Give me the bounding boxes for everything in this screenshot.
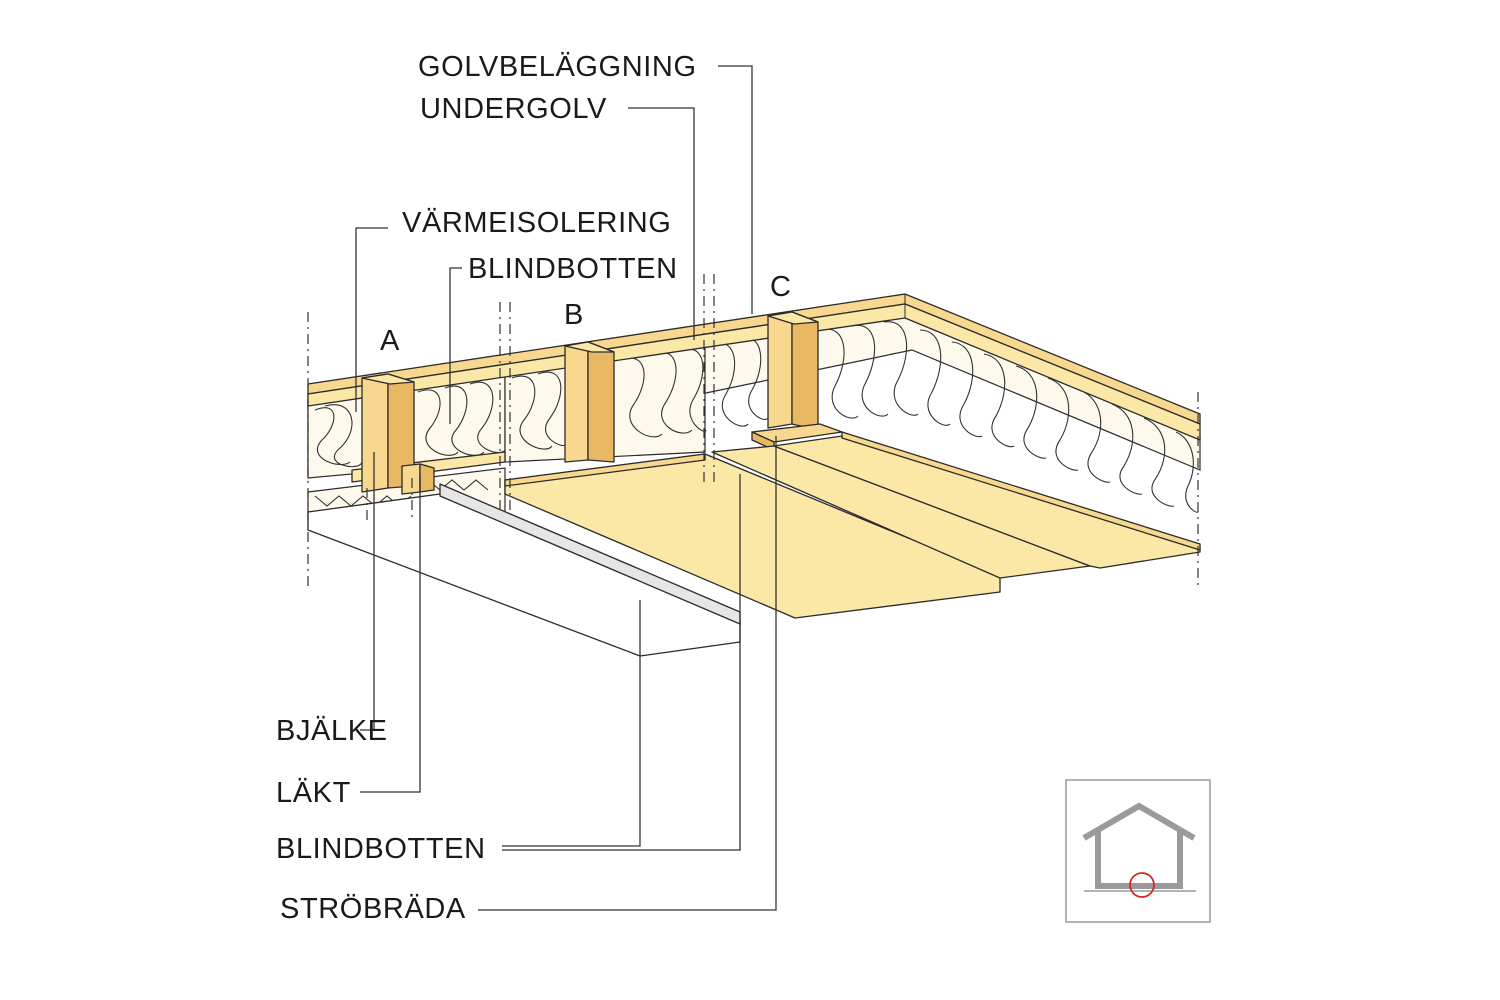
insulation-coils-b — [619, 336, 769, 438]
label-undergolv: UNDERGOLV — [420, 93, 607, 125]
section-a — [307, 373, 741, 657]
insulation-coils-c — [821, 321, 1199, 513]
label-variant-a: A — [380, 325, 400, 357]
label-bjalke: BJÄLKE — [276, 715, 388, 747]
section-break-lines — [307, 274, 1199, 586]
section-b — [504, 341, 1001, 619]
house-locator-inset — [1065, 779, 1211, 923]
label-golvbelaggning: GOLVBELÄGGNING — [418, 51, 697, 83]
leader-lines — [355, 65, 777, 911]
label-lakt: LÄKT — [276, 777, 351, 809]
label-strobrada: STRÖBRÄDA — [280, 893, 466, 925]
label-variant-c: C — [770, 271, 792, 303]
label-blindbotten-top: BLINDBOTTEN — [468, 253, 678, 285]
label-blindbotten-bottom: BLINDBOTTEN — [276, 833, 486, 865]
label-varmeisolering: VÄRMEISOLERING — [402, 207, 671, 239]
house-outline-icon — [1082, 802, 1196, 892]
red-circle-icon — [1129, 872, 1155, 898]
section-c — [711, 311, 1201, 579]
insulation-coils-left — [314, 371, 567, 468]
label-variant-b: B — [564, 299, 584, 331]
